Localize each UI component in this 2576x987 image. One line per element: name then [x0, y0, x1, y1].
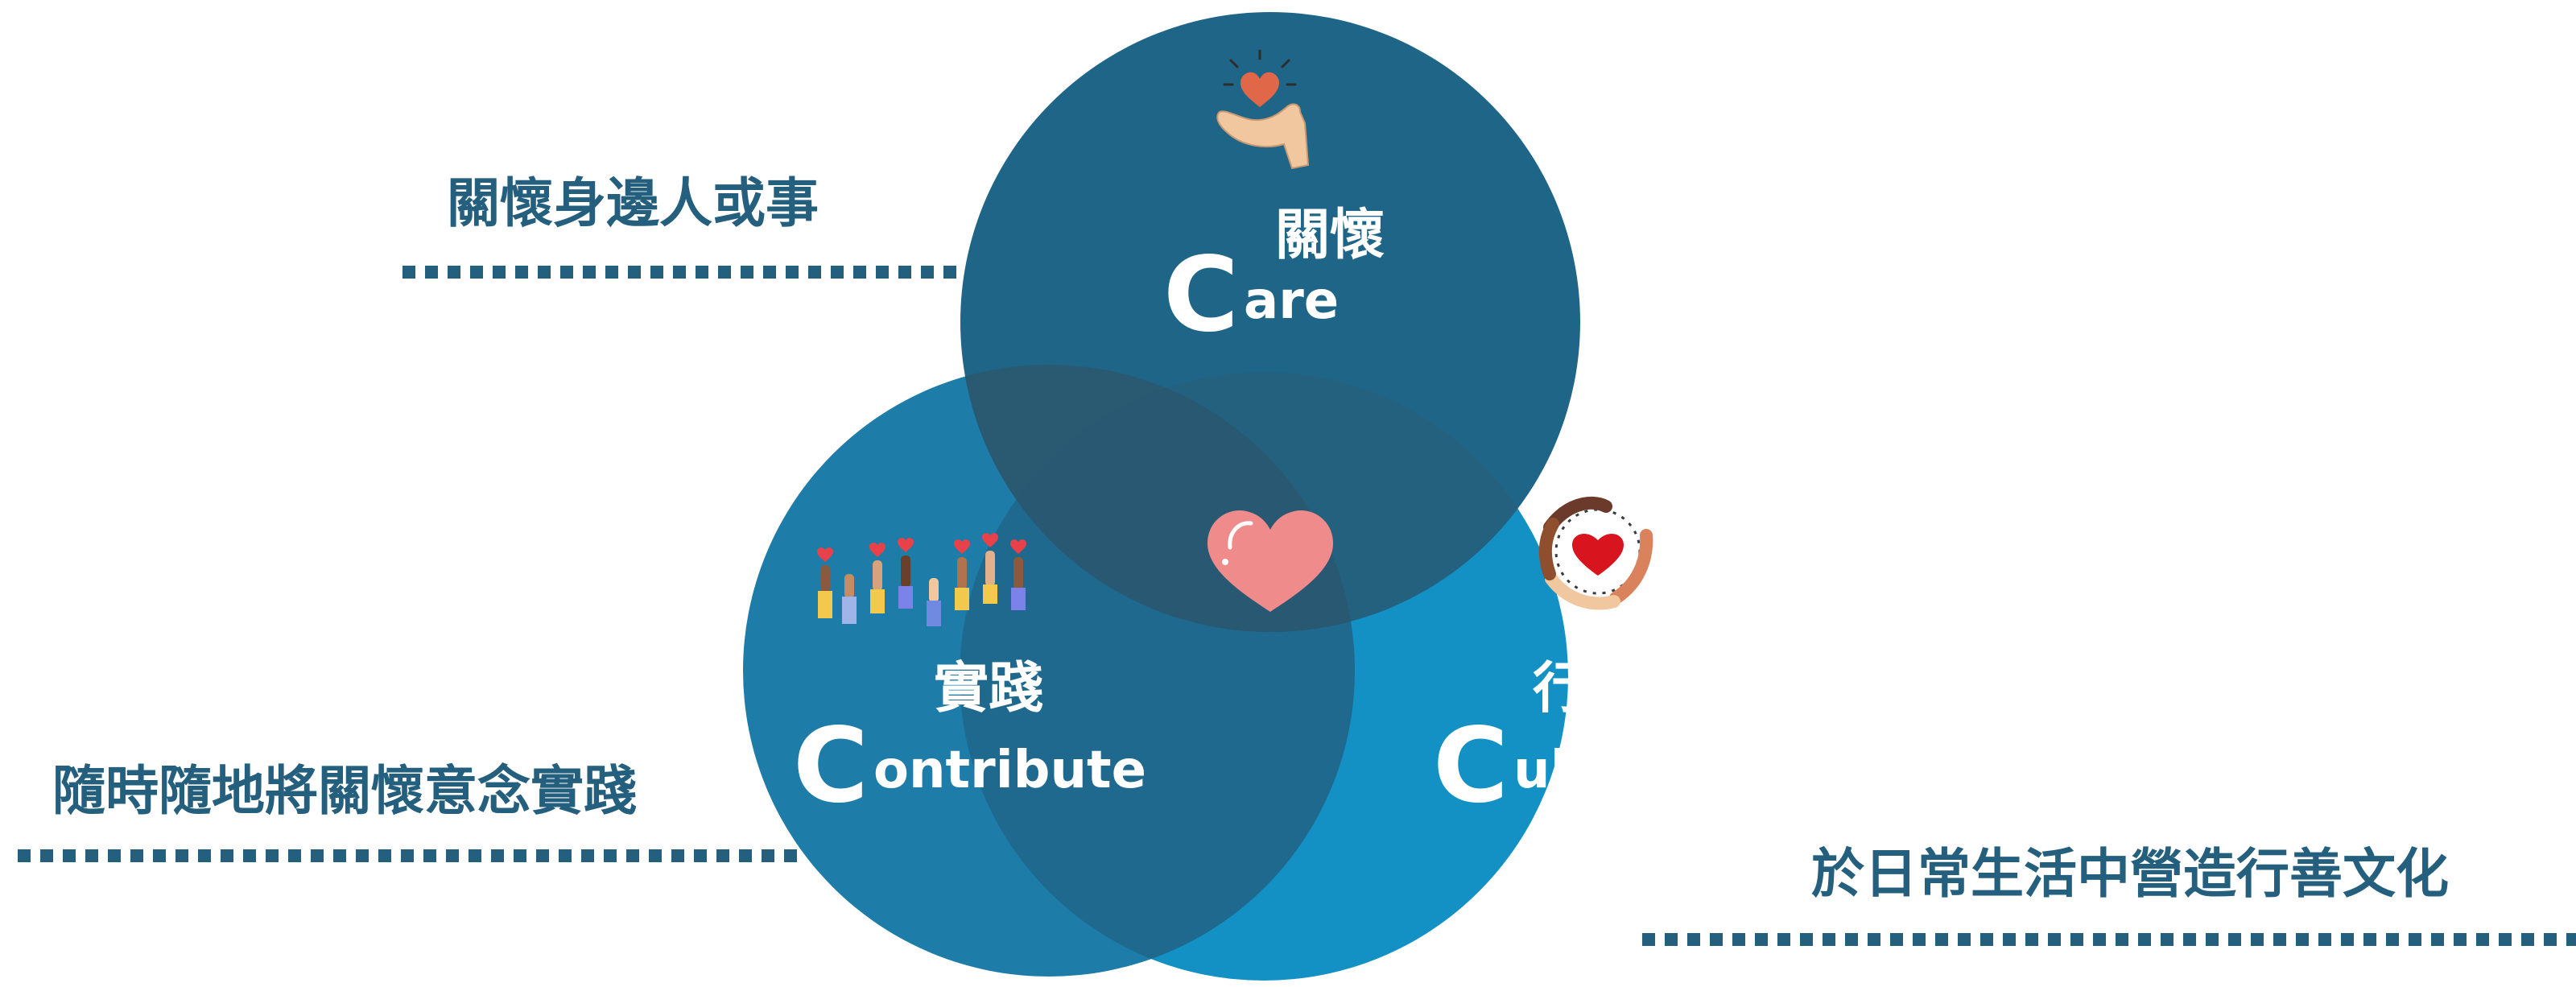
- contribute-word: ontribute: [873, 741, 1146, 800]
- contribute-description: 隨時隨地將關懷意念實踐: [52, 760, 637, 822]
- contribute-initial: C: [793, 706, 869, 826]
- culture-initial: C: [1433, 706, 1509, 826]
- contribute-chinese-title: 實踐: [934, 657, 1043, 721]
- culture-description: 於日常生活中營造行善文化: [1811, 843, 2449, 905]
- heart-in-hand-icon: [1216, 49, 1310, 170]
- care-description: 關懷身邊人或事: [447, 172, 819, 234]
- center-overlap: [960, 372, 1355, 632]
- care-initial: C: [1163, 235, 1239, 355]
- care-chinese-title: 關懷: [1275, 204, 1385, 267]
- culture-word: ulture: [1513, 741, 1690, 800]
- care-word: are: [1244, 271, 1339, 331]
- hands-around-heart-icon: [1538, 496, 1653, 610]
- culture-chinese-title: 行善文化: [1533, 657, 1752, 721]
- raised-hands-with-hearts-icon: [817, 533, 1026, 626]
- heart-icon: [1208, 510, 1333, 612]
